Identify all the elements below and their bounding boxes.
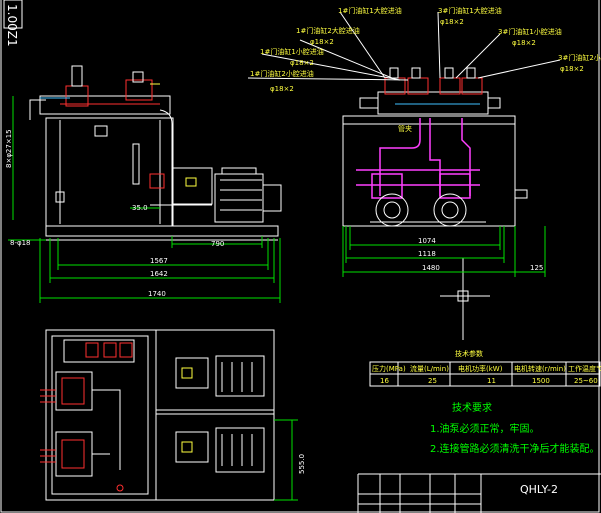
top-view	[40, 329, 275, 501]
center-mark	[440, 258, 490, 340]
callout-1: 1#门油缸1大腔进油	[338, 6, 402, 15]
callouts: 1#门油缸1大腔进油 1#门油缸2大腔进油 φ18×2 1#门油缸1小腔进油 φ…	[247, 6, 601, 93]
dim-vertical: 8×φ27×15	[5, 129, 13, 168]
dim-125: 125	[530, 264, 543, 272]
front-view	[29, 65, 282, 241]
dim-1567: 1567	[150, 257, 168, 265]
dim-1118: 1118	[418, 250, 436, 258]
callout-7: φ18×2	[270, 85, 294, 93]
tech-line-2: 2.连接管路必须清洗干净后才能装配。	[430, 442, 600, 455]
oil-tank-label: 管夹	[398, 124, 412, 133]
dim-35: 35.0	[132, 204, 148, 212]
dim-790: 790	[211, 240, 224, 248]
tech-line-1: 1.油泵必须正常，牢固。	[430, 422, 540, 435]
param-header-5: 工作温度℃	[568, 364, 601, 373]
callout-12: 3#门油缸2小腔	[558, 53, 601, 62]
param-value-2: 25	[428, 377, 437, 385]
callout-4: 1#门油缸1小腔进油	[260, 47, 324, 56]
callout-3: φ18×2	[310, 38, 334, 46]
dim-holes: 8-φ18	[10, 239, 31, 247]
drawing-number: QHLY-2	[520, 483, 558, 496]
tech-requirements: 技术要求 1.油泵必须正常，牢固。 2.连接管路必须清洗干净后才能装配。	[430, 401, 600, 455]
param-value-3: 11	[487, 377, 496, 385]
dim-1642: 1642	[150, 270, 168, 278]
dim-555: 555.0	[298, 454, 306, 474]
param-value-4: 1500	[532, 377, 550, 385]
param-value-1: 16	[380, 377, 389, 385]
param-header-3: 电机功率(kW)	[458, 364, 503, 373]
dim-1740: 1740	[148, 290, 166, 298]
param-header-4: 电机转速(r/min)	[514, 364, 566, 373]
tech-title: 技术要求	[452, 401, 492, 414]
callout-5: φ18×2	[290, 59, 314, 67]
side-view: 管夹	[342, 67, 528, 232]
param-value-5: 25~60	[574, 377, 598, 385]
dim-1074: 1074	[418, 237, 436, 245]
callout-10: 3#门油缸1小腔进油	[498, 27, 562, 36]
callout-2: 1#门油缸2大腔进油	[296, 26, 360, 35]
param-table: 技术参数 压力(MPa) 流量(L/min) 电机功率(kW) 电机转速(r/m…	[369, 349, 601, 387]
dim-1480: 1480	[422, 264, 440, 272]
corner-label: 1.00Z1	[5, 4, 19, 47]
side-dimensions: 1074 1118 1480 125	[342, 226, 546, 277]
front-dimensions: 8×φ27×15 8-φ18 35.0 790 1567 1642 1740	[5, 96, 281, 303]
top-dimension: 555.0	[274, 419, 306, 501]
param-title: 技术参数	[455, 349, 483, 358]
param-header-1: 压力(MPa)	[372, 364, 406, 373]
callout-6: 1#门油缸2小腔进油	[250, 69, 314, 78]
callout-9: φ18×2	[440, 18, 464, 26]
callout-11: φ18×2	[512, 39, 536, 47]
corner-box	[3, 0, 23, 29]
param-header-2: 流量(L/min)	[410, 364, 449, 373]
callout-8: 3#门油缸1大腔进油	[438, 6, 502, 15]
callout-13: φ18×2	[560, 65, 584, 73]
